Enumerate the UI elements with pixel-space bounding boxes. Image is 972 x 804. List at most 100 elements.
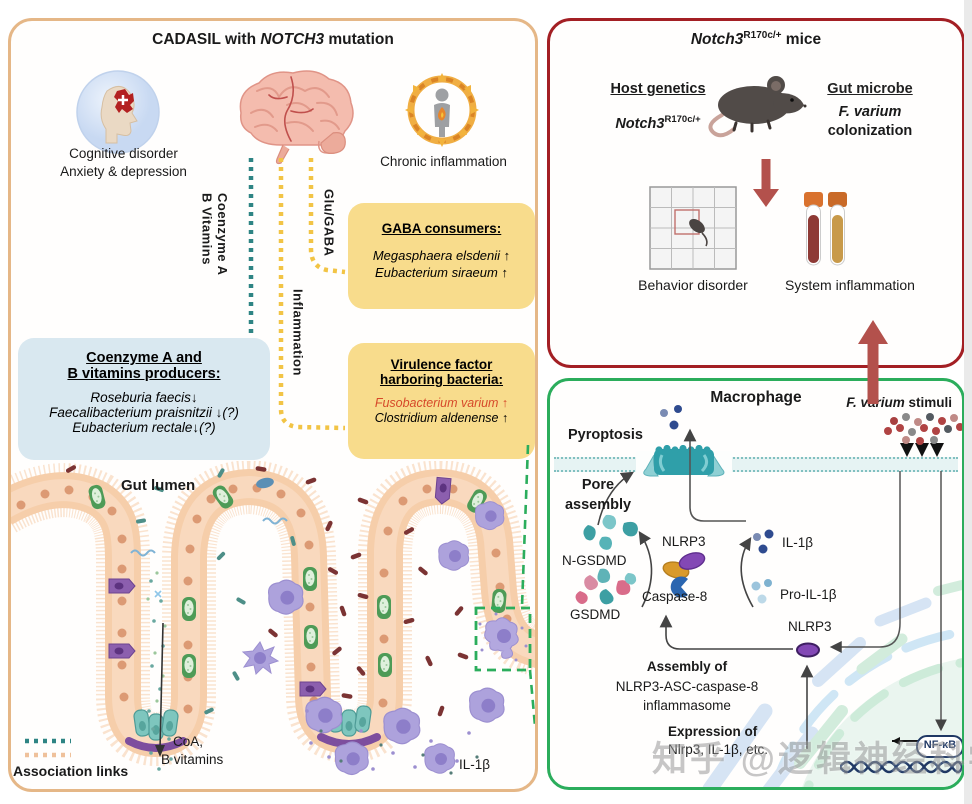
- cognitive-disorder-label: Cognitive disorder Anxiety & depression: [31, 145, 216, 181]
- gut-lumen-illustration: [11, 461, 535, 776]
- gut-lumen-text: Gut lumen: [121, 477, 196, 494]
- association-links-overlay: [25, 158, 535, 758]
- system-inflammation-text: System inflammation: [785, 277, 915, 293]
- pathway-arrows: [597, 428, 947, 749]
- il1b-label: IL-1β: [782, 535, 813, 550]
- gsdmd-pore: [636, 445, 732, 477]
- system-inflammation-label: System inflammation: [760, 277, 940, 293]
- cadasil-panel: CADASIL with NOTCH3 mutation Cognitive d…: [8, 18, 538, 792]
- mouse-icon: [708, 76, 807, 138]
- association-links-label: Association links: [13, 763, 128, 779]
- assembly-line-3: inflammasome: [643, 698, 731, 714]
- title-suffix: mutation: [324, 31, 394, 48]
- gaba-item-0: Megasphaera elsdenii ↑: [372, 248, 511, 263]
- nlrp3-complex-text: NLRP3: [662, 534, 706, 549]
- nlrp3-complex-label: NLRP3: [662, 534, 706, 549]
- cognitive-label-2: Anxiety & depression: [60, 164, 187, 180]
- virulence-item-dark: Clostridium aldenense ↑: [374, 411, 509, 425]
- gaba-item-1: Eubacterium siraeum ↑: [375, 265, 508, 280]
- link-inflammation: Inflammation: [290, 289, 306, 376]
- gsdmd-label: GSDMD: [570, 607, 620, 622]
- host-genetics-label: Host genetics: [578, 81, 738, 97]
- link-glugaba: Glu/GABA: [321, 189, 337, 257]
- il1b-dots: [753, 529, 774, 554]
- pyroptosis-text: Pyroptosis: [568, 427, 643, 443]
- stimuli-dots: [884, 413, 962, 445]
- host-gene-sup: R170c/+: [664, 114, 701, 125]
- coenzyme-title-1: Coenzyme A and: [86, 350, 202, 366]
- gaba-consumers-box: GABA consumers: Megasphaera elsdenii ↑ E…: [348, 203, 535, 309]
- gut-lumen-label: Gut lumen: [121, 477, 195, 494]
- title-gene: NOTCH3: [260, 31, 325, 48]
- il1b-text: IL-1β: [782, 535, 814, 550]
- association-links-text: Association links: [13, 763, 129, 779]
- caspase8-text: Caspase-8: [642, 589, 708, 604]
- n-gsdmd-icon: [583, 514, 638, 550]
- virulence-title-2: harboring bacteria:: [379, 372, 504, 387]
- gut-microbe-label: Gut microbe: [790, 81, 950, 97]
- pro-il1b-label: Pro-IL-1β: [780, 587, 837, 602]
- mice-panel: Notch3R170c/+ mice Host genetics Notch3R…: [547, 18, 965, 368]
- feedback-up-arrow: [858, 320, 888, 404]
- chronic-label: Chronic inflammation: [380, 154, 507, 169]
- il1b-gut-text: IL-1β: [459, 757, 491, 772]
- nlrp3-right-text: NLRP3: [788, 619, 832, 634]
- n-gsdmd-text: N-GSDMD: [562, 553, 627, 568]
- pro-il1b-dots: [751, 579, 772, 604]
- glugaba-link-label: Glu/GABA: [321, 189, 337, 299]
- title-prefix: CADASIL with: [152, 31, 261, 48]
- il1b-gut-label: IL-1β: [459, 757, 490, 772]
- down-arrow: [753, 159, 779, 207]
- cadasil-panel-title: CADASIL with NOTCH3 mutation: [11, 31, 535, 49]
- mice-title-sup: R170c/+: [743, 30, 782, 41]
- coa-line-2: B vitamins: [161, 752, 224, 768]
- link-coenzyme: Coenzyme A: [215, 193, 231, 276]
- pore-assembly-label: Pore assembly: [552, 475, 644, 516]
- behavior-test-icon: [649, 186, 737, 270]
- inflammation-link-label: Inflammation: [290, 289, 306, 419]
- watermark-text: 知乎 @逻辑神经科学: [652, 740, 972, 779]
- gut-microbe-text: Gut microbe: [827, 81, 913, 97]
- virulence-title-1: Virulence factor: [390, 357, 493, 372]
- pore-assembly-line-2: assembly: [564, 497, 632, 514]
- macrophage-title: Macrophage: [550, 389, 962, 407]
- mice-panel-title: Notch3R170c/+ mice: [550, 30, 962, 49]
- coenzyme-item-1: Faecalibacterium praisnitzii ↓(?): [49, 405, 239, 420]
- f-varium-label: F. varium: [790, 104, 950, 120]
- coenzyme-box: Coenzyme A and B vitamins producers: Ros…: [18, 338, 270, 460]
- watermark: 知乎 @逻辑神经科学: [652, 731, 972, 782]
- pyroptosis-dots: [660, 405, 682, 430]
- mice-title-gene: Notch3: [690, 31, 744, 49]
- host-genetics-text: Host genetics: [610, 81, 706, 97]
- host-gene-label: Notch3R170c/+: [578, 114, 738, 132]
- host-gene-text: Notch3: [615, 115, 665, 132]
- nfkb-badge: NF-κB: [916, 735, 962, 758]
- nfkb-text: NF-κB: [923, 739, 957, 751]
- expression-label: Expression of Nlrp3, IL-1β, etc.: [668, 723, 798, 759]
- coenzyme-title-2: B vitamins producers:: [67, 366, 221, 382]
- pro-il1b-text: Pro-IL-1β: [780, 587, 837, 602]
- coenzyme-item-0: Roseburia faecis↓: [90, 390, 198, 405]
- assembly-line-1: Assembly of: [646, 659, 728, 674]
- coa-label: CoA, B vitamins: [161, 733, 223, 769]
- cognitive-label-1: Cognitive disorder: [69, 146, 178, 161]
- gsdmd-text: GSDMD: [570, 607, 621, 622]
- coa-line-1: CoA,: [173, 734, 204, 749]
- nlrp3-protein-icon: [796, 642, 820, 658]
- coenzyme-item-2: Eubacterium rectale↓(?): [72, 420, 216, 435]
- macrophage-title-text: Macrophage: [710, 389, 802, 406]
- caspase8-label: Caspase-8: [642, 589, 707, 604]
- virulence-item-red: Fusobacterium varium ↑: [374, 396, 509, 410]
- expression-line-1: Expression of: [668, 724, 758, 739]
- virulence-box: Virulence factor harboring bacteria: Fus…: [348, 343, 535, 459]
- gaba-box-title: GABA consumers:: [381, 221, 502, 236]
- assembly-label: Assembly of NLRP3-ASC-caspase-8 inflamma…: [592, 657, 782, 716]
- inflammasome-complex-icon: [662, 552, 706, 598]
- link-bvitamins: B Vitamins: [199, 193, 215, 265]
- assembly-line-2: NLRP3-ASC-caspase-8: [615, 678, 759, 694]
- pyroptosis-label: Pyroptosis: [568, 427, 643, 443]
- f-varium-text: F. varium: [838, 104, 902, 120]
- pore-assembly-line-1: Pore: [581, 477, 615, 493]
- gsdmd-icon: [575, 568, 637, 605]
- behavior-disorder-text: Behavior disorder: [638, 277, 748, 293]
